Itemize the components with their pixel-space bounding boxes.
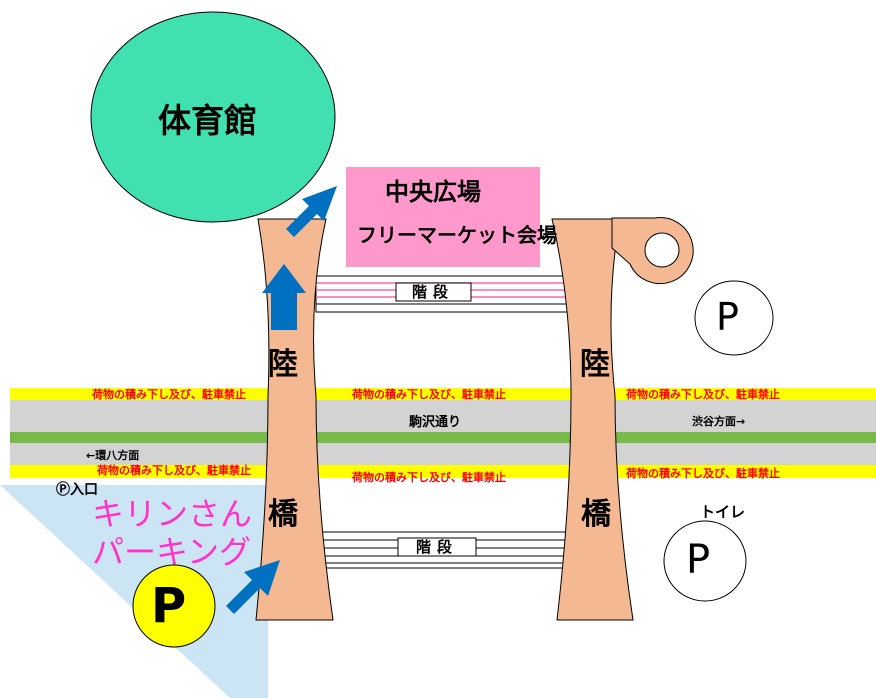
toilet-label: トイレ <box>700 503 746 521</box>
road-top-lane <box>10 400 876 432</box>
no-parking-warning: 荷物の積み下し及び、駐車禁止 <box>352 388 506 401</box>
stairs-lower <box>315 531 571 569</box>
road-bottom-yellow-line <box>10 465 876 478</box>
bridge-left-char-1: 陸 <box>268 347 298 382</box>
bridge-left-char-2: 橋 <box>268 497 298 532</box>
central-plaza-box[interactable] <box>346 167 540 267</box>
kirin-parking-name-line2: パーキング <box>92 533 252 571</box>
kirin-parking-circle[interactable] <box>132 564 216 648</box>
kirin-parking-symbol: P <box>151 578 187 634</box>
road-name: 駒沢通り <box>409 415 462 430</box>
direction-kanpachi: ←環八方面 <box>86 449 140 462</box>
road-bottom-lane <box>10 443 876 465</box>
stairs-label-upper: 階段 <box>412 283 455 301</box>
no-parking-warning: 荷物の積み下し及び、駐車禁止 <box>626 388 780 401</box>
bridge-right-char-1: 陸 <box>580 347 610 382</box>
gymnasium-circle[interactable] <box>90 11 336 223</box>
no-parking-warning: 荷物の積み下し及び、駐車禁止 <box>92 388 246 401</box>
arrow-diagonal-to-gym-icon <box>286 186 337 237</box>
no-parking-warning: 荷物の積み下し及び、駐車禁止 <box>352 471 506 484</box>
parking-circle-lower[interactable] <box>663 520 747 602</box>
kirin-parking-name-line1: キリンさん <box>92 495 253 533</box>
pedestrian-bridge-right <box>551 218 634 621</box>
road-top-yellow-line <box>10 388 876 400</box>
no-parking-warning: 荷物の積み下し及び、駐車禁止 <box>626 467 780 480</box>
parking-symbol-upper: P <box>716 295 739 339</box>
gym-label: 体育館 <box>158 101 257 140</box>
parking-circle-upper[interactable] <box>694 280 774 356</box>
parking-lot-area <box>0 485 268 698</box>
plaza-label-line1: 中央広場 <box>385 178 481 206</box>
bridge-right-char-2: 橋 <box>581 497 611 532</box>
parking-entrance-label: Ⓟ入口 <box>56 482 98 498</box>
stairs-label-lower: 階段 <box>416 538 459 556</box>
plaza-label-line2: フリーマーケット会場 <box>357 223 557 247</box>
direction-shibuya: 渋谷方面→ <box>692 415 746 428</box>
no-parking-warning: 荷物の積み下し及び、駐車禁止 <box>97 464 251 477</box>
bridge-loop-hole <box>644 232 680 268</box>
parking-symbol-lower: P <box>686 537 711 583</box>
stairs-upper <box>315 275 571 313</box>
arrow-up-icon <box>262 264 306 330</box>
road-median <box>10 432 876 443</box>
arrow-diagonal-from-parking-icon <box>226 560 280 614</box>
